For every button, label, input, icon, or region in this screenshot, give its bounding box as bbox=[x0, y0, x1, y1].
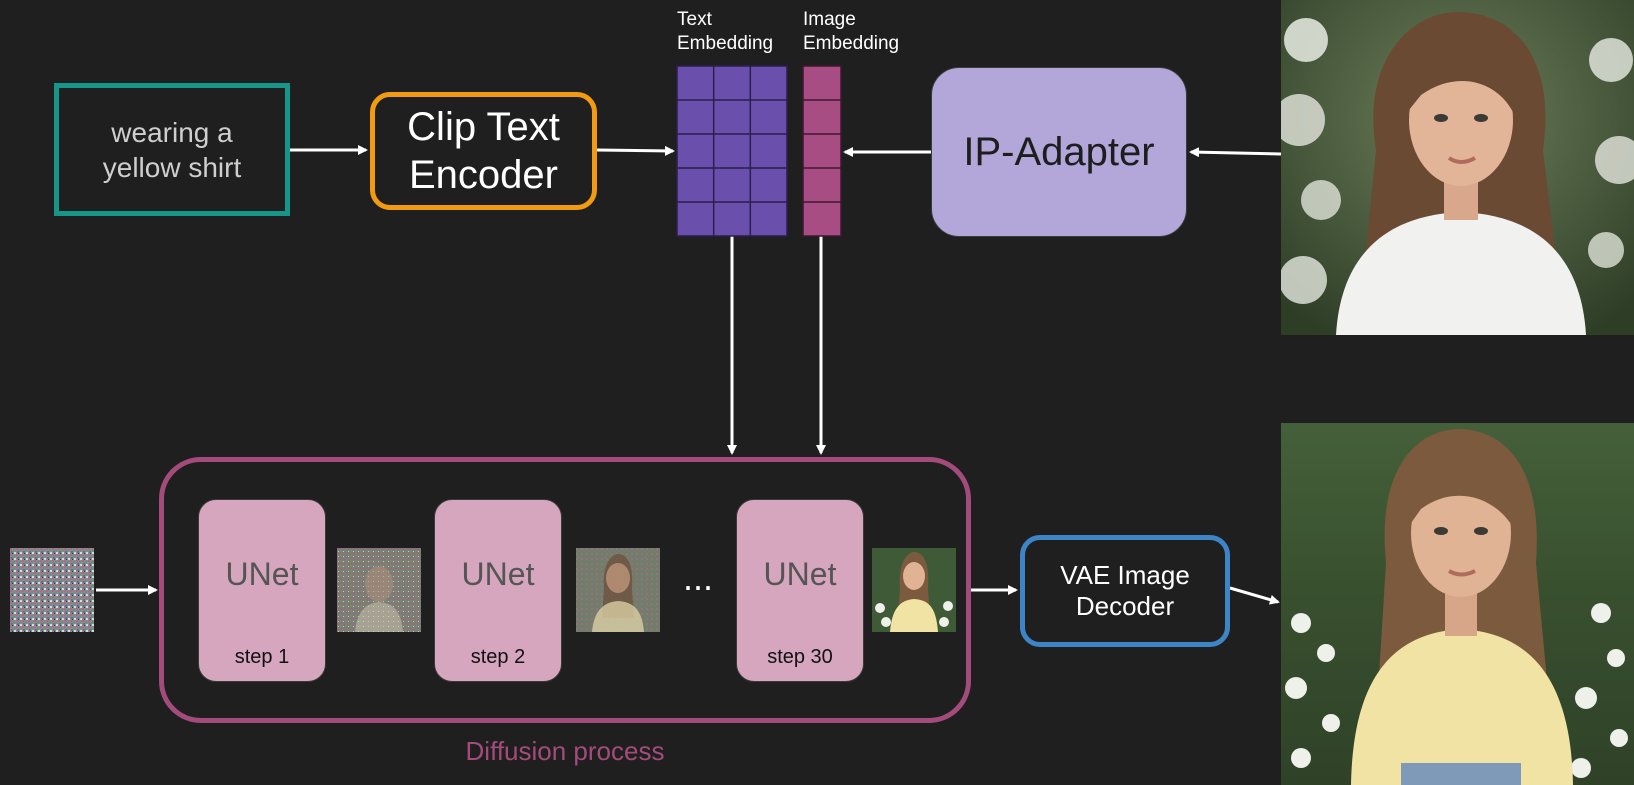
reference-photo bbox=[1281, 0, 1634, 335]
ip-adapter-label: IP-Adapter bbox=[963, 129, 1155, 174]
intermediate-noisy-image-2 bbox=[576, 548, 660, 632]
ip-adapter-box: IP-Adapter bbox=[931, 67, 1187, 237]
intermediate-noisy-image-1 bbox=[337, 548, 421, 632]
arrow-encoder-to-text-embedding bbox=[596, 145, 675, 156]
arrow-reference-to-ip-adapter bbox=[1189, 147, 1282, 158]
prompt-box: wearing a yellow shirt bbox=[54, 83, 290, 216]
unet-step-label: step 2 bbox=[470, 646, 526, 668]
diffusion-process-label: Diffusion process bbox=[465, 735, 665, 766]
output-photo bbox=[1281, 423, 1634, 785]
noise-latent-image bbox=[10, 548, 94, 632]
prompt-text: wearing a yellow shirt bbox=[102, 116, 242, 183]
unet-block-step-2: UNet step 2 bbox=[434, 499, 562, 682]
encoder-label: Clip Text Encoder bbox=[407, 105, 560, 197]
image-embedding-grid bbox=[802, 65, 842, 237]
unet-title: UNet bbox=[461, 556, 535, 592]
vae-image-decoder-box: VAE Image Decoder bbox=[1020, 535, 1230, 647]
unet-block-step-1: UNet step 1 bbox=[198, 499, 326, 682]
text-embedding-label: Text Embedding bbox=[677, 9, 774, 54]
intermediate-clean-image bbox=[872, 548, 956, 632]
text-embedding-grid bbox=[676, 65, 788, 237]
clip-text-encoder-box: Clip Text Encoder bbox=[370, 92, 597, 210]
vae-label: VAE Image Decoder bbox=[1060, 560, 1190, 621]
unet-title: UNet bbox=[225, 556, 299, 592]
unet-step-label: step 30 bbox=[767, 646, 833, 668]
image-embedding-label: Image Embedding bbox=[803, 9, 900, 54]
arrow-vae-to-output bbox=[1229, 586, 1280, 605]
unet-step-label: step 1 bbox=[234, 646, 290, 668]
unet-block-step-30: UNet step 30 bbox=[736, 499, 864, 682]
diffusion-process-box bbox=[159, 457, 971, 723]
ellipsis: ... bbox=[682, 557, 713, 598]
unet-title: UNet bbox=[763, 556, 837, 592]
